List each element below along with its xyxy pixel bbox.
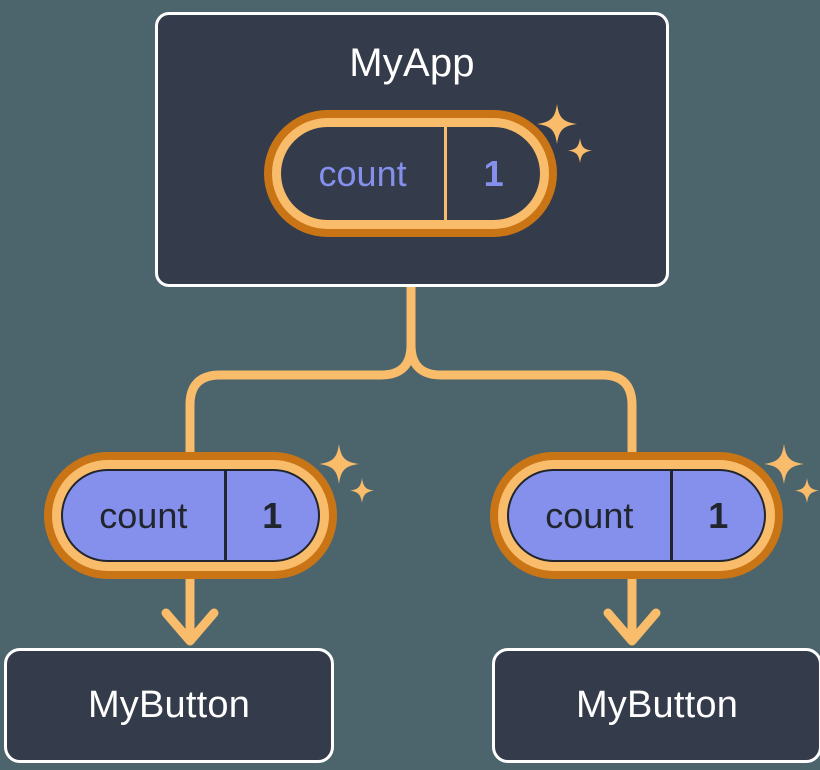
component-card-mybutton-left[interactable]: MyButton bbox=[4, 648, 334, 763]
component-label-mybutton-left: MyButton bbox=[87, 684, 251, 726]
state-pill-inner-ring: count 1 bbox=[52, 460, 329, 571]
sparkle-small-icon bbox=[350, 478, 374, 503]
arrow-head-right bbox=[603, 608, 661, 646]
state-pill-myapp[interactable]: count 1 bbox=[264, 110, 557, 237]
arrow-head-left bbox=[161, 608, 219, 646]
state-value-label: 1 bbox=[669, 471, 764, 560]
state-pill-inner-ring: count 1 bbox=[498, 460, 775, 571]
state-key-label: count bbox=[99, 494, 188, 536]
state-pill-body: count 1 bbox=[507, 469, 766, 562]
component-card-mybutton-right[interactable]: MyButton bbox=[492, 648, 820, 763]
state-value-label: 1 bbox=[444, 127, 540, 220]
state-key-label: count bbox=[318, 152, 407, 194]
state-pill-right-child[interactable]: count 1 bbox=[490, 452, 783, 579]
component-label-myapp: MyApp bbox=[349, 41, 475, 85]
state-pill-left-child[interactable]: count 1 bbox=[44, 452, 337, 579]
component-label-mybutton-right: MyButton bbox=[575, 684, 739, 726]
state-pill-inner-ring: count 1 bbox=[272, 118, 549, 229]
connector-to-right-child bbox=[406, 282, 637, 457]
state-key-label: count bbox=[545, 494, 634, 536]
state-pill-body: count 1 bbox=[61, 469, 320, 562]
connector-to-left-child bbox=[185, 282, 416, 457]
sparkle-small-icon bbox=[795, 478, 819, 503]
state-value-label: 1 bbox=[223, 471, 318, 560]
state-pill-body: count 1 bbox=[281, 127, 540, 220]
